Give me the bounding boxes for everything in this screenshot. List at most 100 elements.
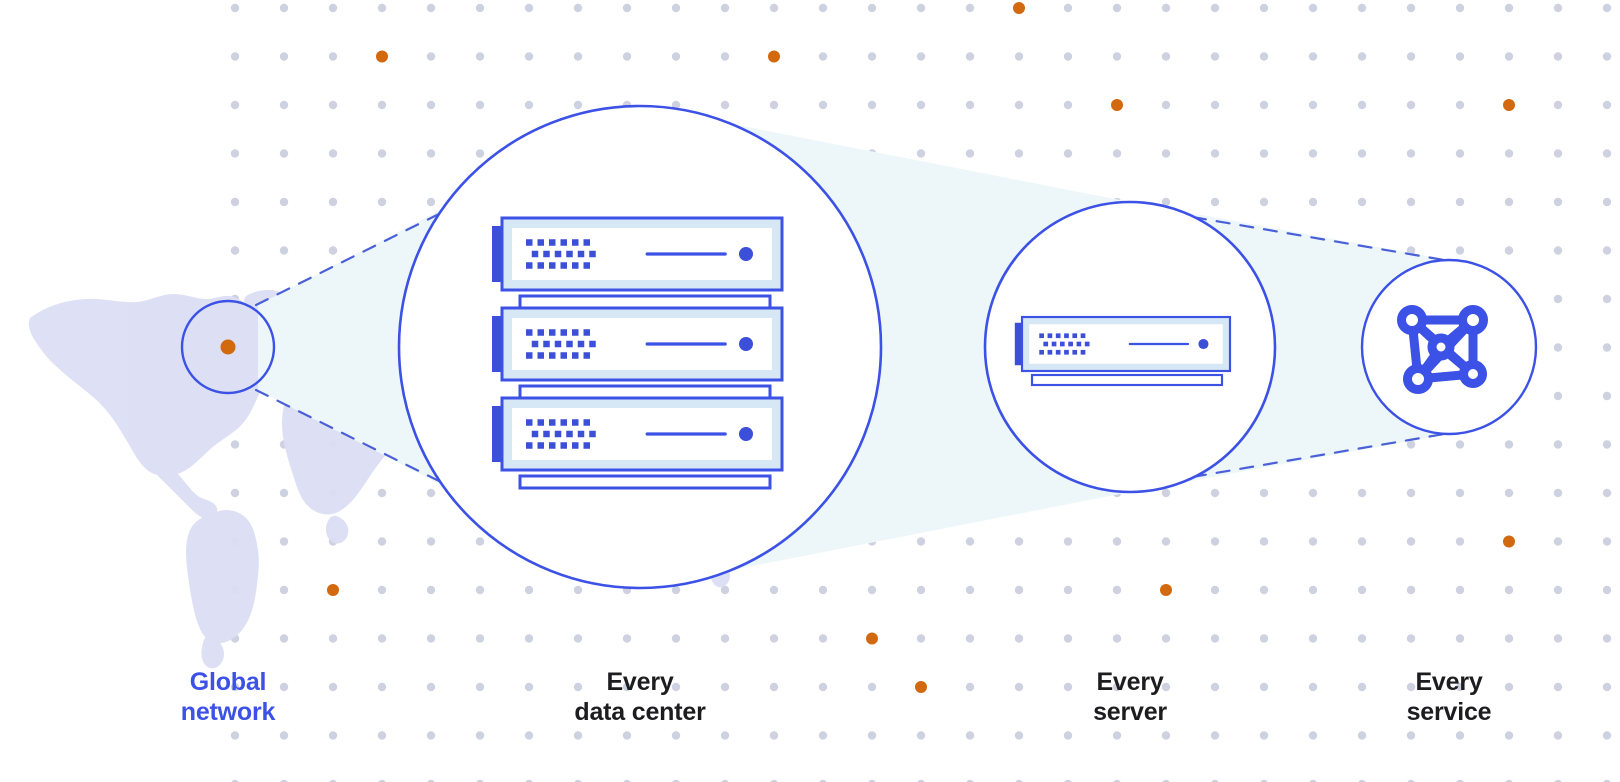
grid-dot <box>1112 149 1122 158</box>
grid-dot <box>769 634 779 643</box>
grid-dot <box>1455 3 1465 13</box>
grid-dot <box>231 779 239 782</box>
grid-dot <box>328 246 338 255</box>
grid-dot <box>280 779 288 782</box>
grid-dot <box>1161 537 1171 546</box>
grid-dot <box>1210 197 1220 207</box>
grid-dot <box>1357 731 1367 740</box>
grid-dot <box>1259 197 1269 207</box>
grid-dot <box>1210 3 1220 13</box>
grid-dot <box>1504 52 1514 61</box>
server-unit <box>492 306 784 382</box>
grid-dot <box>1162 779 1170 782</box>
grid-dot <box>279 731 289 740</box>
grid-dot <box>1553 440 1563 449</box>
grid-dot <box>377 682 387 692</box>
grid-dot <box>1309 779 1317 782</box>
grid-dot <box>965 585 975 595</box>
grid-dot <box>1210 537 1220 546</box>
grid-dot <box>525 779 533 782</box>
grid-dot <box>1357 149 1367 158</box>
grid-dot <box>622 634 632 643</box>
grid-dot <box>426 731 436 740</box>
grid-dot <box>1407 779 1415 782</box>
grid-dot <box>1504 682 1514 692</box>
grid-dot <box>1406 197 1416 207</box>
grid-dot <box>818 682 828 692</box>
grid-dot <box>328 149 338 158</box>
grid-dot <box>720 100 730 110</box>
network-mesh-nodes <box>1397 305 1488 394</box>
grid-dot <box>476 779 484 782</box>
grid-dot <box>377 149 387 158</box>
grid-dot <box>1553 731 1563 740</box>
grid-dot <box>377 731 387 740</box>
grid-dot <box>1014 585 1024 595</box>
grid-dot <box>1161 682 1171 692</box>
grid-dot <box>1308 149 1318 158</box>
grid-dot <box>574 779 582 782</box>
grid-dot <box>1602 488 1612 498</box>
grid-dot <box>1259 52 1269 61</box>
grid-dot <box>1113 779 1121 782</box>
grid-dot <box>916 537 926 546</box>
grid-dot <box>1553 149 1563 158</box>
grid-dot <box>720 585 730 595</box>
grid-dot <box>1357 488 1367 498</box>
grid-dot <box>1014 731 1024 740</box>
grid-dot <box>230 52 240 61</box>
grid-dot <box>328 100 338 110</box>
grid-dot <box>328 731 338 740</box>
grid-dot <box>1308 488 1318 498</box>
grid-dot <box>1063 52 1073 61</box>
grid-dot <box>475 100 485 110</box>
grid-dot <box>1602 52 1612 61</box>
grid-dot <box>769 585 779 595</box>
grid-dot <box>475 682 485 692</box>
grid-dot <box>720 634 730 643</box>
grid-dot <box>377 197 387 207</box>
grid-dot <box>1210 52 1220 61</box>
grid-dot <box>377 585 387 595</box>
grid-dot <box>1259 488 1269 498</box>
grid-dot <box>1602 682 1612 692</box>
grid-dot <box>1455 197 1465 207</box>
grid-dot <box>1553 100 1563 110</box>
grid-dot <box>1259 100 1269 110</box>
grid-dot <box>622 3 632 13</box>
grid-dot <box>475 52 485 61</box>
single-server-icon <box>1014 315 1232 387</box>
grid-dot <box>1553 585 1563 595</box>
grid-dot <box>1357 3 1367 13</box>
grid-dot <box>1112 3 1122 13</box>
grid-dot <box>966 779 974 782</box>
grid-dot <box>377 634 387 643</box>
grid-dot <box>328 52 338 61</box>
accent-dot <box>1503 535 1515 548</box>
grid-dot <box>230 100 240 110</box>
grid-dot <box>377 537 387 546</box>
grid-dot <box>1504 246 1514 255</box>
grid-dot <box>1553 634 1563 643</box>
grid-dot <box>1504 3 1514 13</box>
grid-dot <box>1553 391 1563 401</box>
grid-dot <box>1455 440 1465 449</box>
rack-shelf <box>518 384 772 400</box>
grid-dot <box>279 3 289 13</box>
grid-dot <box>524 52 534 61</box>
grid-dot <box>720 682 730 692</box>
grid-dot <box>279 197 289 207</box>
accent-dot <box>376 50 388 63</box>
grid-dot <box>1259 682 1269 692</box>
grid-dot <box>377 3 387 13</box>
grid-dot <box>1455 488 1465 498</box>
globe-location-marker-icon <box>220 339 236 355</box>
grid-dot <box>1455 537 1465 546</box>
grid-dot <box>1406 3 1416 13</box>
grid-dot <box>230 197 240 207</box>
grid-dot <box>1063 682 1073 692</box>
grid-dot <box>818 100 828 110</box>
grid-dot <box>230 731 240 740</box>
